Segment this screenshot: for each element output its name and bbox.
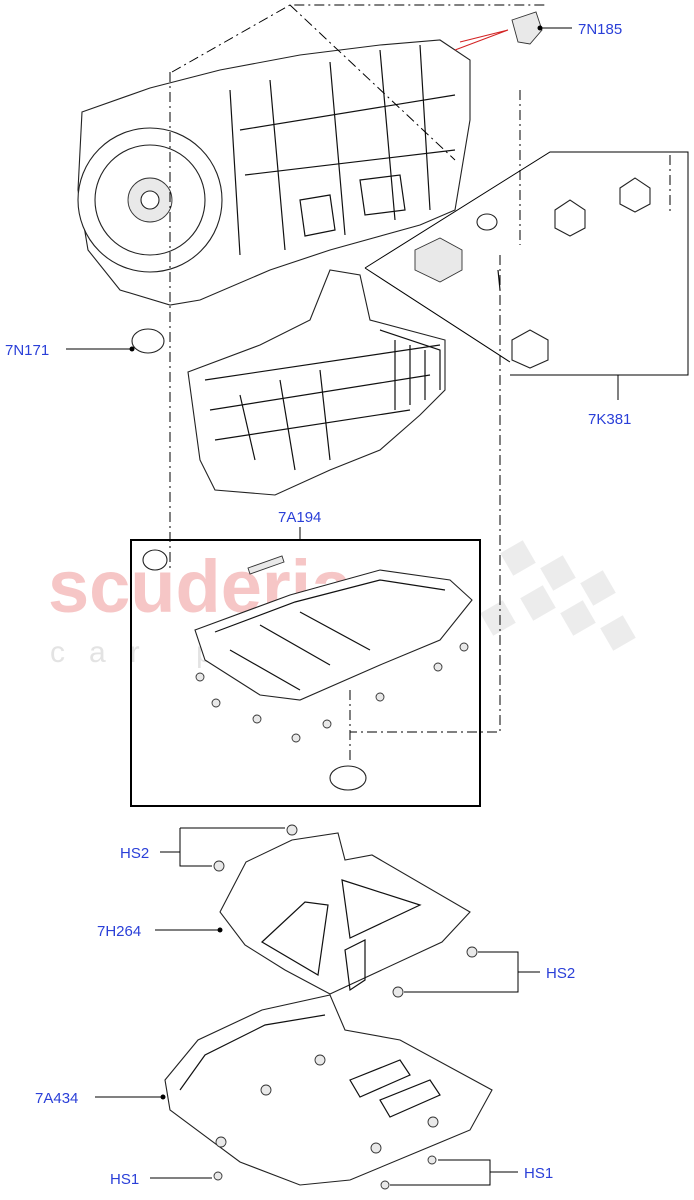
part-7H264: 7H264 HS2 HS2 — [97, 824, 575, 998]
label-7H264: 7H264 — [97, 923, 141, 940]
valve-body — [187, 269, 446, 496]
label-HS1-left: HS1 — [110, 1171, 139, 1188]
part-7N171: 7N171 — [5, 328, 165, 359]
label-7K381: 7K381 — [588, 411, 631, 428]
label-HS1-right: HS1 — [524, 1165, 553, 1182]
label-HS2-top: HS2 — [120, 845, 149, 862]
transmission-assembly — [77, 39, 471, 306]
label-7A194: 7A194 — [278, 509, 321, 526]
label-7N185: 7N185 — [578, 21, 622, 38]
part-7A434: 7A434 HS1 HS1 — [35, 994, 553, 1190]
part-7A194-box: 7A194 — [130, 509, 481, 807]
label-7A434: 7A434 — [35, 1090, 78, 1107]
part-7N185: 7N185 — [454, 11, 622, 51]
label-7N171: 7N171 — [5, 342, 49, 359]
part-7K381-kit: 7K381 — [364, 151, 689, 428]
label-HS2-right: HS2 — [546, 965, 575, 982]
watermark-checker — [480, 540, 636, 651]
alignment-lines — [169, 4, 671, 760]
